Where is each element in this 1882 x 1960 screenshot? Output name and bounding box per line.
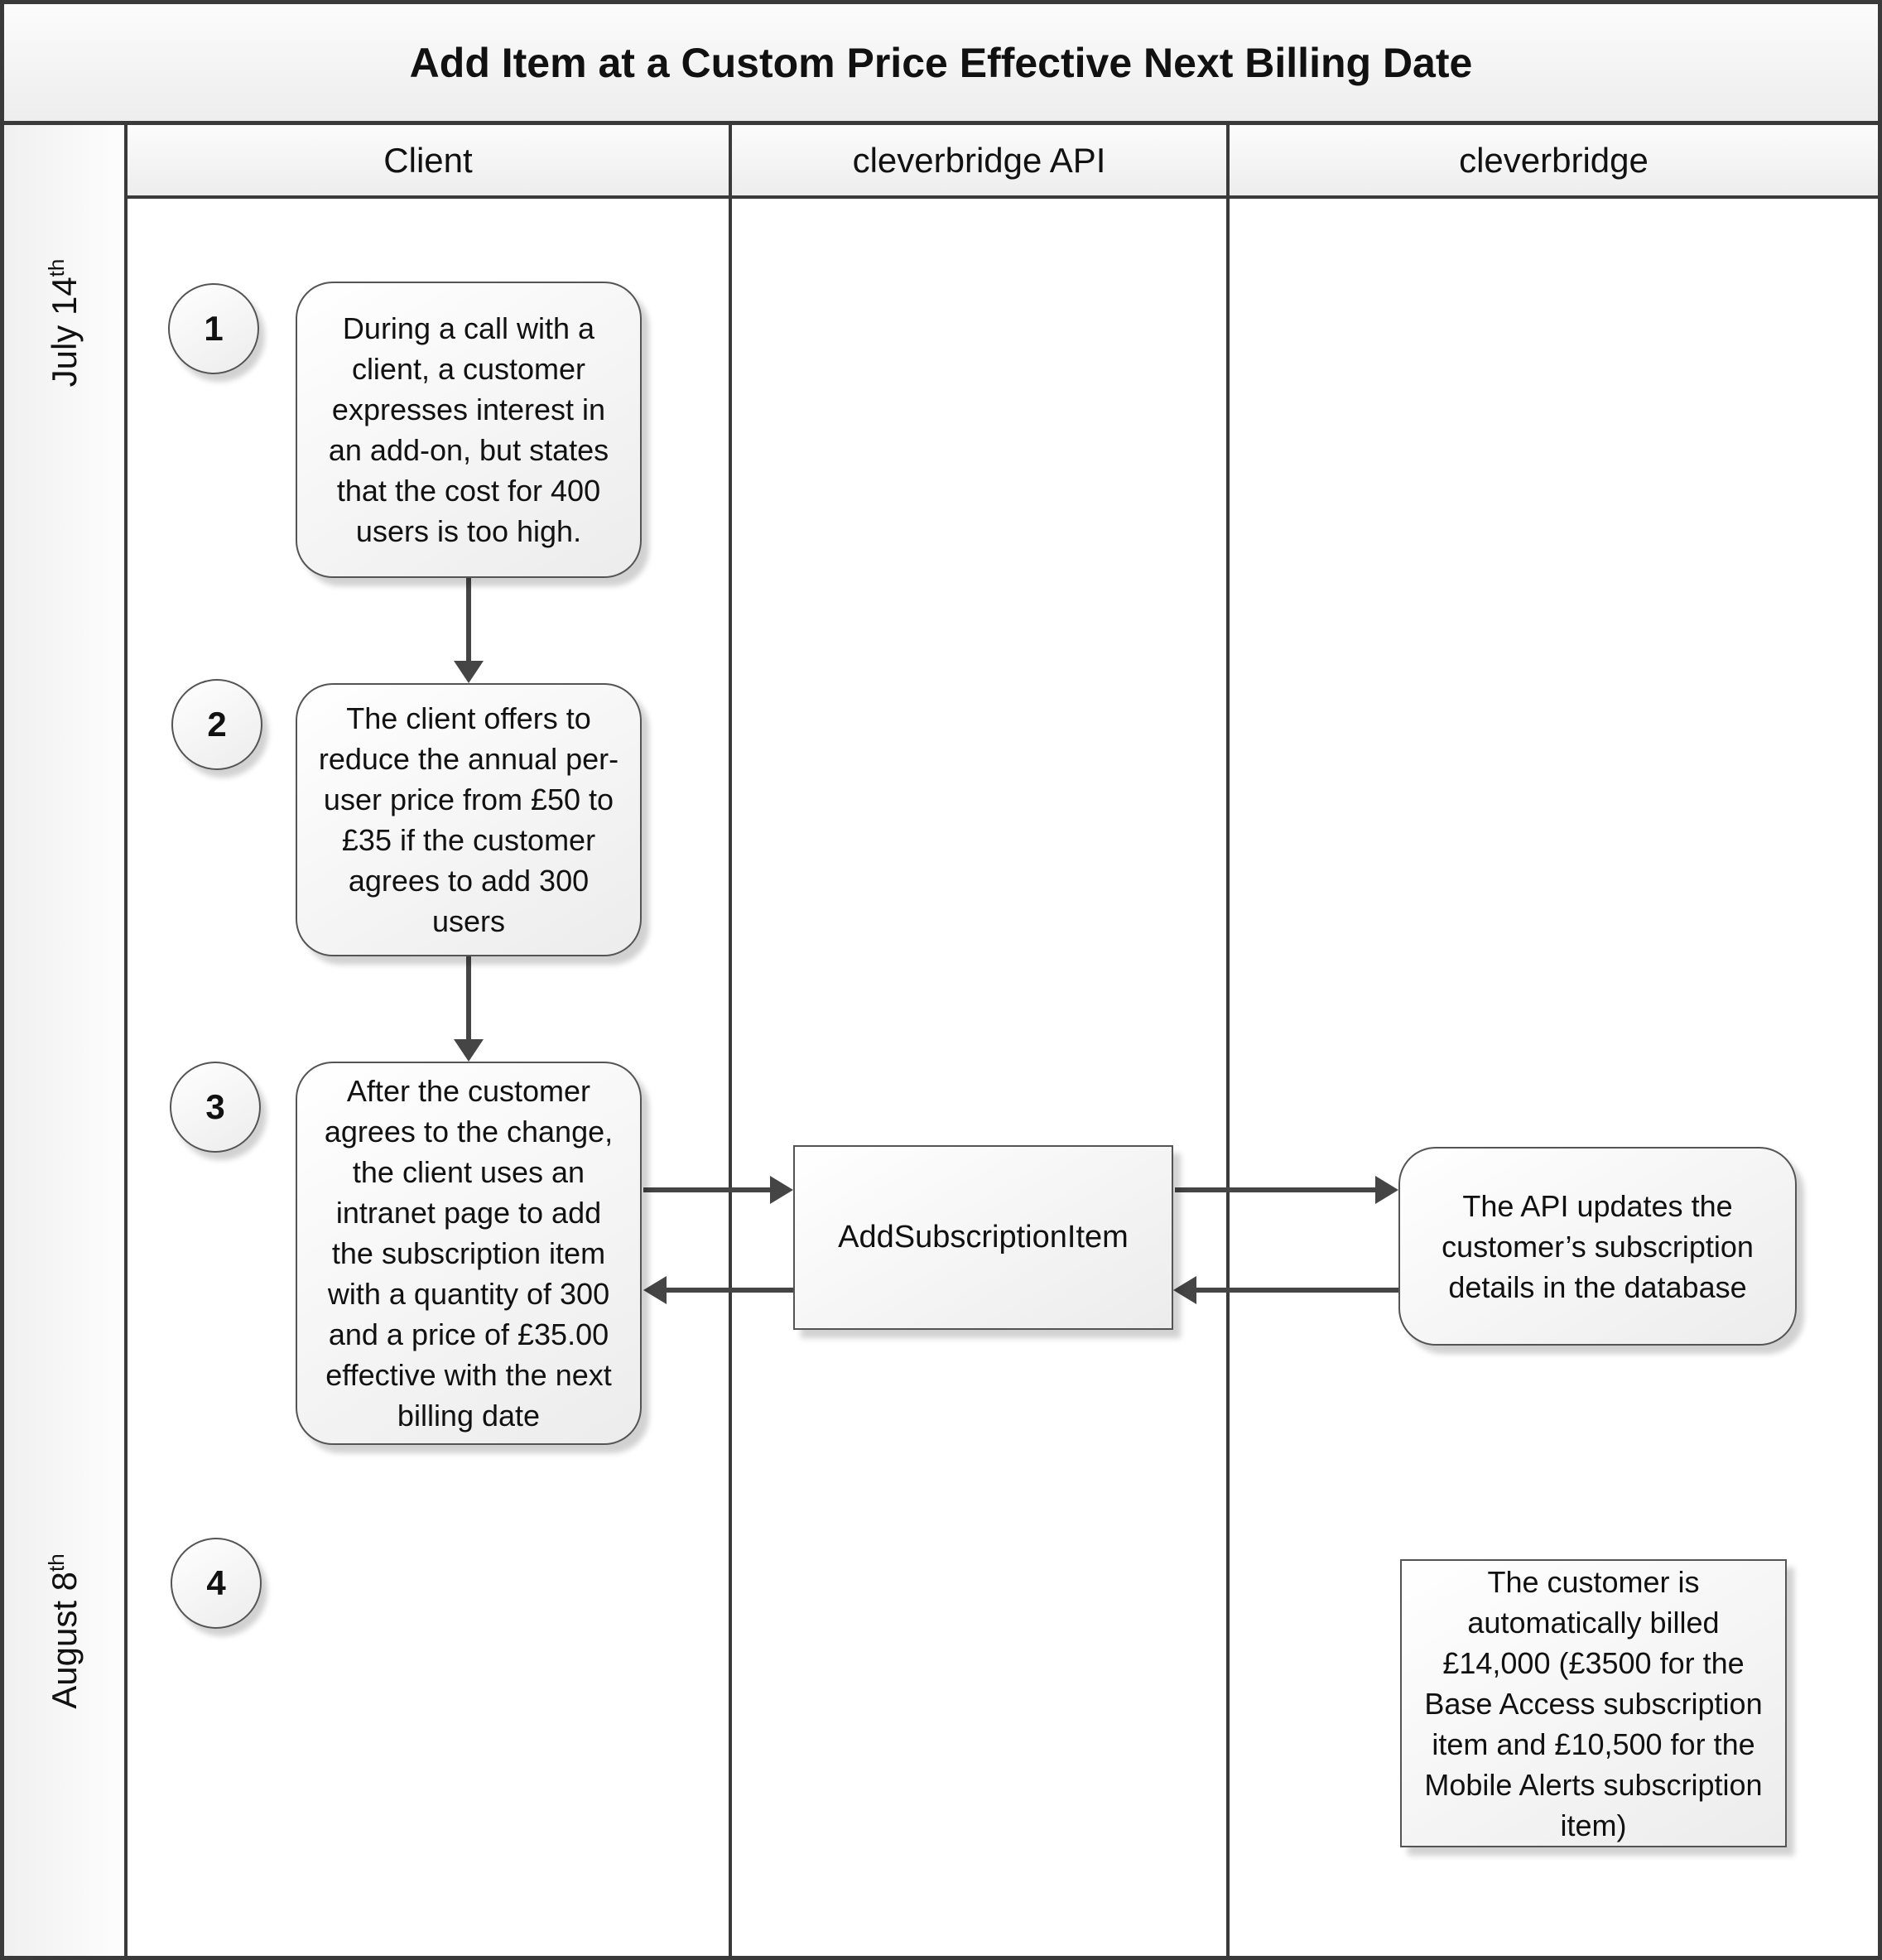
process-box-customer-interest-text: During a call with a client, a customer … <box>328 311 609 548</box>
step-number-3: 3 <box>205 1087 225 1126</box>
db-update-text: The API updates the customer’s subscript… <box>1442 1188 1754 1304</box>
db-update-box: The API updates the customer’s subscript… <box>1398 1147 1797 1346</box>
process-box-add-subscription-item: After the customer agrees to the change,… <box>296 1062 642 1445</box>
step-circle-1: 1 <box>168 283 259 374</box>
lane-header-cleverbridge-api-label: cleverbridge API <box>852 140 1106 180</box>
title-divider-line <box>4 121 1878 125</box>
timeline-column-border <box>124 125 128 1956</box>
step-number-1: 1 <box>204 309 224 348</box>
lane-divider-api-cleverbridge <box>1226 125 1230 1956</box>
timeline-label-july-14th: July 14th <box>43 116 86 530</box>
process-box-customer-interest: During a call with a client, a customer … <box>296 282 642 578</box>
api-call-box: AddSubscriptionItem <box>793 1145 1173 1330</box>
billing-result-box: The customer is automatically billed £14… <box>1400 1559 1787 1847</box>
ordinal-suffix: th <box>44 1553 69 1572</box>
step-circle-4: 4 <box>171 1538 262 1629</box>
lane-header-bottom-border <box>128 195 1878 199</box>
lane-header-cleverbridge-api: cleverbridge API <box>732 125 1226 195</box>
lane-divider-client-api <box>729 125 732 1956</box>
arrowhead-left-icon <box>1173 1276 1196 1304</box>
api-call-label: AddSubscriptionItem <box>838 1220 1129 1254</box>
step-circle-2: 2 <box>171 679 262 770</box>
diagram-title: Add Item at a Custom Price Effective Nex… <box>409 39 1473 86</box>
billing-result-text: The customer is automatically billed £14… <box>1424 1564 1763 1842</box>
step-number-2: 2 <box>207 705 227 744</box>
arrowhead-left-icon <box>643 1276 667 1304</box>
arrowhead-down-icon <box>454 661 484 683</box>
arrowhead-right-icon <box>1375 1176 1398 1204</box>
arrowhead-right-icon <box>770 1176 793 1204</box>
step-circle-3: 3 <box>170 1062 261 1153</box>
process-box-add-subscription-item-text: After the customer agrees to the change,… <box>324 1074 614 1433</box>
timeline-label-august-8th: August 8th <box>43 1424 86 1838</box>
lane-header-client-label: Client <box>383 140 473 180</box>
lane-header-client: Client <box>128 125 729 195</box>
timeline-column <box>4 125 124 1956</box>
arrowhead-down-icon <box>454 1039 484 1062</box>
process-box-price-offer: The client offers to reduce the annual p… <box>296 683 642 956</box>
timeline-date-text: July 14th <box>44 258 84 388</box>
lane-header-cleverbridge: cleverbridge <box>1230 125 1878 195</box>
title-bar: Add Item at a Custom Price Effective Nex… <box>4 4 1878 121</box>
step-number-4: 4 <box>206 1563 226 1602</box>
lane-header-cleverbridge-label: cleverbridge <box>1459 140 1649 180</box>
timeline-date-text: August 8th <box>44 1553 84 1709</box>
ordinal-suffix: th <box>44 258 69 277</box>
process-box-price-offer-text: The client offers to reduce the annual p… <box>318 701 619 938</box>
